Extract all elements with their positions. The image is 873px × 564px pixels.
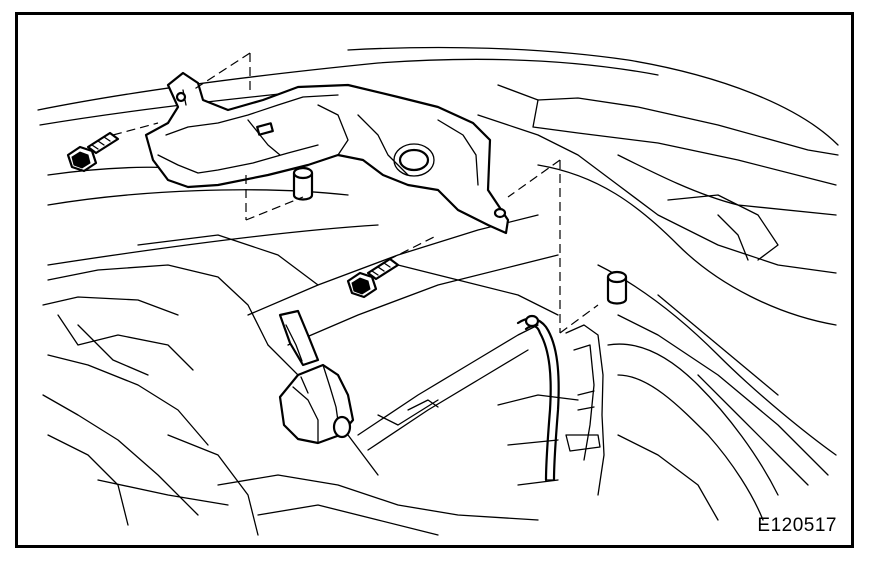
body-panel-lines [37, 46, 839, 486]
stud-left [292, 166, 314, 201]
wire-harness [516, 314, 560, 482]
stud-right [606, 270, 628, 305]
bracket [144, 71, 510, 235]
exploded-view-drawing [37, 46, 839, 536]
connector [278, 309, 355, 445]
bolt-left [66, 131, 120, 173]
alignment-guides [112, 52, 599, 334]
bolt-center [346, 257, 400, 299]
mount-column [565, 324, 779, 521]
engine-area-lines [42, 234, 559, 536]
bracket-hole [398, 148, 430, 172]
diagram-frame: E120517 [15, 12, 854, 548]
figure-id-label: E120517 [757, 515, 837, 536]
